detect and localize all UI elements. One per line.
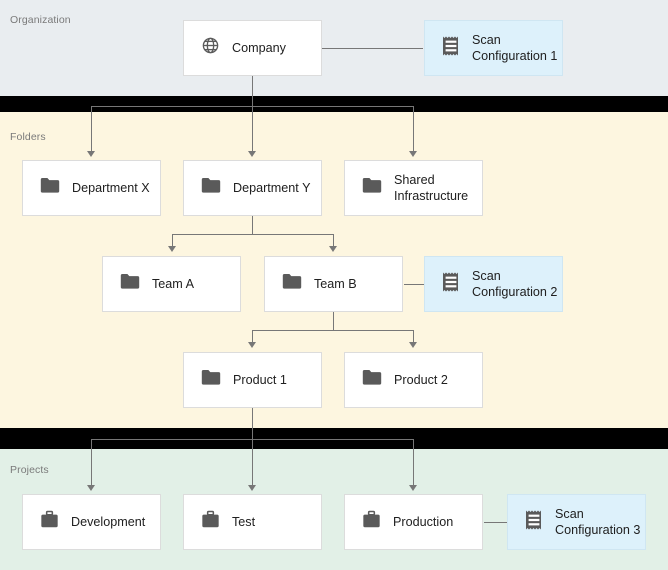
edge-to-product2 [413, 330, 414, 343]
band-label-folders: Folders [10, 131, 46, 143]
node-department-y[interactable]: Department Y [183, 160, 322, 216]
arrow-to-team-a [168, 246, 176, 252]
node-label: Team B [314, 276, 357, 291]
edge-to-product1 [252, 330, 253, 343]
node-scan-configuration-2[interactable]: Scan Configuration 2 [424, 256, 563, 312]
arrow-to-team-b [329, 246, 337, 252]
node-label: Development [71, 514, 146, 529]
node-label: Scan Configuration 2 [472, 268, 558, 299]
node-label: Scan Configuration 1 [472, 32, 558, 63]
arrow-to-production [409, 485, 417, 491]
node-test[interactable]: Test [183, 494, 322, 550]
arrow-to-shared [409, 151, 417, 157]
receipt-icon [524, 509, 544, 536]
receipt-icon [441, 35, 461, 62]
node-label: Product 1 [233, 372, 287, 387]
node-production[interactable]: Production [344, 494, 483, 550]
node-product-2[interactable]: Product 2 [344, 352, 483, 408]
edge-company-scan1 [322, 48, 423, 49]
edge-to-team-a [172, 234, 173, 247]
node-team-a[interactable]: Team A [102, 256, 241, 312]
edge-teams-bus [172, 234, 334, 235]
folder-icon [40, 177, 60, 199]
edge-products-bus [252, 330, 414, 331]
node-company[interactable]: Company [183, 20, 322, 76]
arrow-to-dept-y [248, 151, 256, 157]
briefcase-icon [201, 510, 220, 534]
node-label: Test [232, 514, 256, 529]
briefcase-icon [40, 510, 59, 534]
edge-to-test [252, 439, 253, 486]
edge-to-team-b [333, 234, 334, 247]
band-label-projects: Projects [10, 464, 49, 476]
edge-production-scan3 [484, 522, 508, 523]
edge-to-development [91, 439, 92, 486]
band-label-organization: Organization [10, 14, 71, 26]
node-label: Shared Infrastructure [394, 172, 469, 203]
receipt-icon [441, 271, 461, 298]
node-label: Product 2 [394, 372, 448, 387]
edge-team-b-stem [333, 312, 334, 330]
edge-to-dept-x [91, 106, 92, 152]
arrow-to-test [248, 485, 256, 491]
node-scan-configuration-1[interactable]: Scan Configuration 1 [424, 20, 563, 76]
node-scan-configuration-3[interactable]: Scan Configuration 3 [507, 494, 646, 550]
node-label: Department Y [233, 180, 311, 195]
folder-icon [201, 369, 221, 391]
folder-icon [282, 273, 302, 295]
edge-product1-stem [252, 408, 253, 439]
node-shared-infrastructure[interactable]: Shared Infrastructure [344, 160, 483, 216]
edge-dept-y-stem [252, 216, 253, 234]
node-label: Department X [72, 180, 150, 195]
folder-icon [120, 273, 140, 295]
arrow-to-product2 [409, 342, 417, 348]
folder-icon [362, 369, 382, 391]
node-label: Production [393, 514, 454, 529]
node-label: Company [232, 40, 286, 55]
node-development[interactable]: Development [22, 494, 161, 550]
node-department-x[interactable]: Department X [22, 160, 161, 216]
node-product-1[interactable]: Product 1 [183, 352, 322, 408]
edge-to-dept-y [252, 106, 253, 152]
edge-to-production [413, 439, 414, 486]
node-label: Scan Configuration 3 [555, 506, 641, 537]
arrow-to-dept-x [87, 151, 95, 157]
globe-icon [201, 36, 220, 60]
edge-company-stem [252, 76, 253, 106]
briefcase-icon [362, 510, 381, 534]
node-team-b[interactable]: Team B [264, 256, 403, 312]
edge-to-shared [413, 106, 414, 152]
folder-icon [362, 177, 382, 199]
edge-team-b-scan2 [404, 284, 424, 285]
folder-icon [201, 177, 221, 199]
arrow-to-development [87, 485, 95, 491]
node-label: Team A [152, 276, 194, 291]
arrow-to-product1 [248, 342, 256, 348]
